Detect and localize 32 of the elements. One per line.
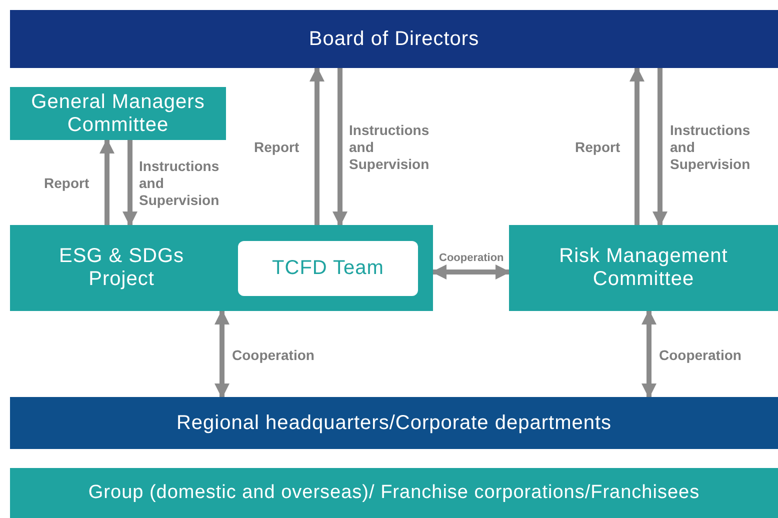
arrow (630, 66, 644, 225)
arrow (214, 310, 230, 398)
edge-label: Report (575, 139, 620, 156)
project-box (10, 225, 433, 311)
committee-box (509, 225, 778, 311)
edge-label: Cooperation (232, 347, 314, 364)
edge-label: Report (44, 175, 90, 192)
arrow (652, 68, 668, 226)
node-label: TCFD Team (272, 257, 384, 280)
node-label: Group (domestic and overseas)/ Franchise corporations/Franchisees (88, 482, 700, 504)
arrow (100, 138, 114, 225)
edge-label: Cooperation (659, 347, 742, 364)
edge-label: Cooperation (439, 252, 504, 266)
group-box (10, 468, 778, 518)
arrow (642, 310, 656, 398)
node-label: Board of Directors (308, 28, 480, 50)
node-label: Regional headquarters/Corporate departments (176, 412, 612, 434)
edge-label: Report (254, 139, 300, 156)
node-label: Risk Management Committee (558, 245, 729, 291)
edge-label: Instructions and Supervision (349, 122, 430, 172)
node-label: ESG & SDGs Project (58, 245, 186, 291)
department-box (10, 397, 778, 449)
team-box (238, 241, 418, 296)
committee-box (10, 87, 226, 140)
node-label: General Managers Committee (30, 90, 206, 136)
arrow (432, 264, 510, 280)
arrow (332, 68, 348, 226)
edge-label: Instructions and Supervision (670, 122, 750, 172)
edge-label: Instructions and Supervision (139, 158, 220, 208)
arrow (310, 66, 324, 225)
board-box (10, 10, 778, 68)
arrow (122, 140, 138, 226)
